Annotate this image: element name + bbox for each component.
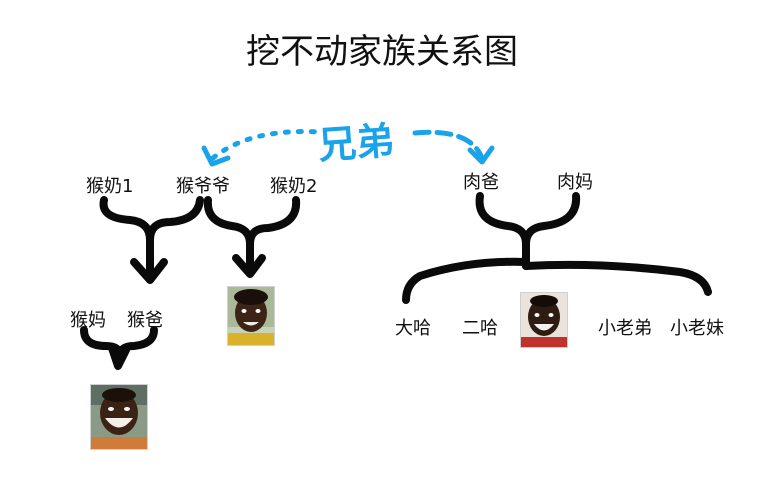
- person-monkey-grandma-1: 猴奶1: [86, 176, 134, 197]
- diagram-title: 挖不动家族关系图: [246, 32, 518, 72]
- child-photo-monkey-family: [90, 384, 148, 450]
- person-monkey-grandpa: 猴爷爷: [176, 176, 230, 197]
- person-little-sister: 小老妹: [670, 318, 724, 339]
- person-meat-mom: 肉妈: [557, 172, 593, 193]
- relation-label-brothers: 兄弟: [316, 118, 396, 168]
- brothers-arc: [210, 129, 485, 161]
- person-little-brother: 小老弟: [598, 318, 652, 339]
- child-photo-grandma2: [227, 286, 275, 346]
- person-meat-dad: 肉爸: [463, 172, 499, 193]
- person-da-ha: 大哈: [395, 318, 431, 339]
- person-monkey-grandma-2: 猴奶2: [270, 176, 318, 197]
- person-monkey-mom: 猴妈: [70, 310, 106, 331]
- person-monkey-dad: 猴爸: [127, 310, 163, 331]
- brothers-arrowheads: [201, 145, 495, 167]
- child-photo-meat-family: [520, 292, 568, 348]
- person-er-ha: 二哈: [462, 318, 498, 339]
- tree-strokes: [80, 192, 712, 370]
